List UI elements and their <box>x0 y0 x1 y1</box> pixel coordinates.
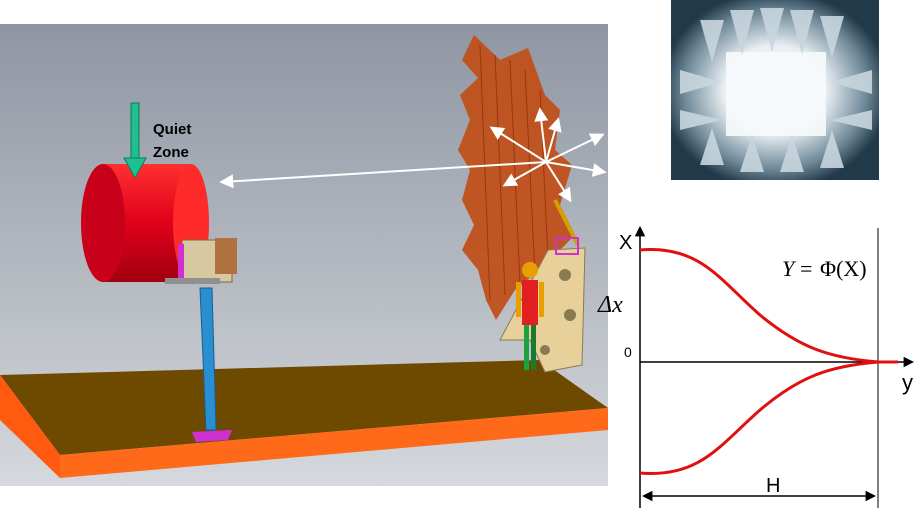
length-label: H <box>766 475 780 497</box>
profile-graph <box>634 225 915 508</box>
formula: Y = Φ(X) <box>782 256 867 281</box>
human-figure <box>516 262 544 370</box>
axis-x-label: X <box>619 232 632 254</box>
floor-platform <box>0 360 608 478</box>
antenna-mast <box>165 238 237 442</box>
quiet-zone-label-line1: Quiet <box>153 121 191 138</box>
ray-arrows <box>219 107 607 203</box>
formula-lhs: Y <box>782 256 797 281</box>
delta-x-label: Δx <box>597 292 623 318</box>
quiet-zone-arrow <box>123 102 147 180</box>
formula-rhs: Φ(X) <box>820 256 867 281</box>
profile-curve-lower <box>639 360 879 475</box>
axis-y-label: y <box>902 370 913 395</box>
chamber-photo <box>671 0 879 180</box>
profile-curve-upper <box>639 248 898 364</box>
origin-label: 0 <box>624 344 632 360</box>
quiet-zone-label-line2: Zone <box>153 144 189 161</box>
formula-eq: = <box>800 256 812 281</box>
